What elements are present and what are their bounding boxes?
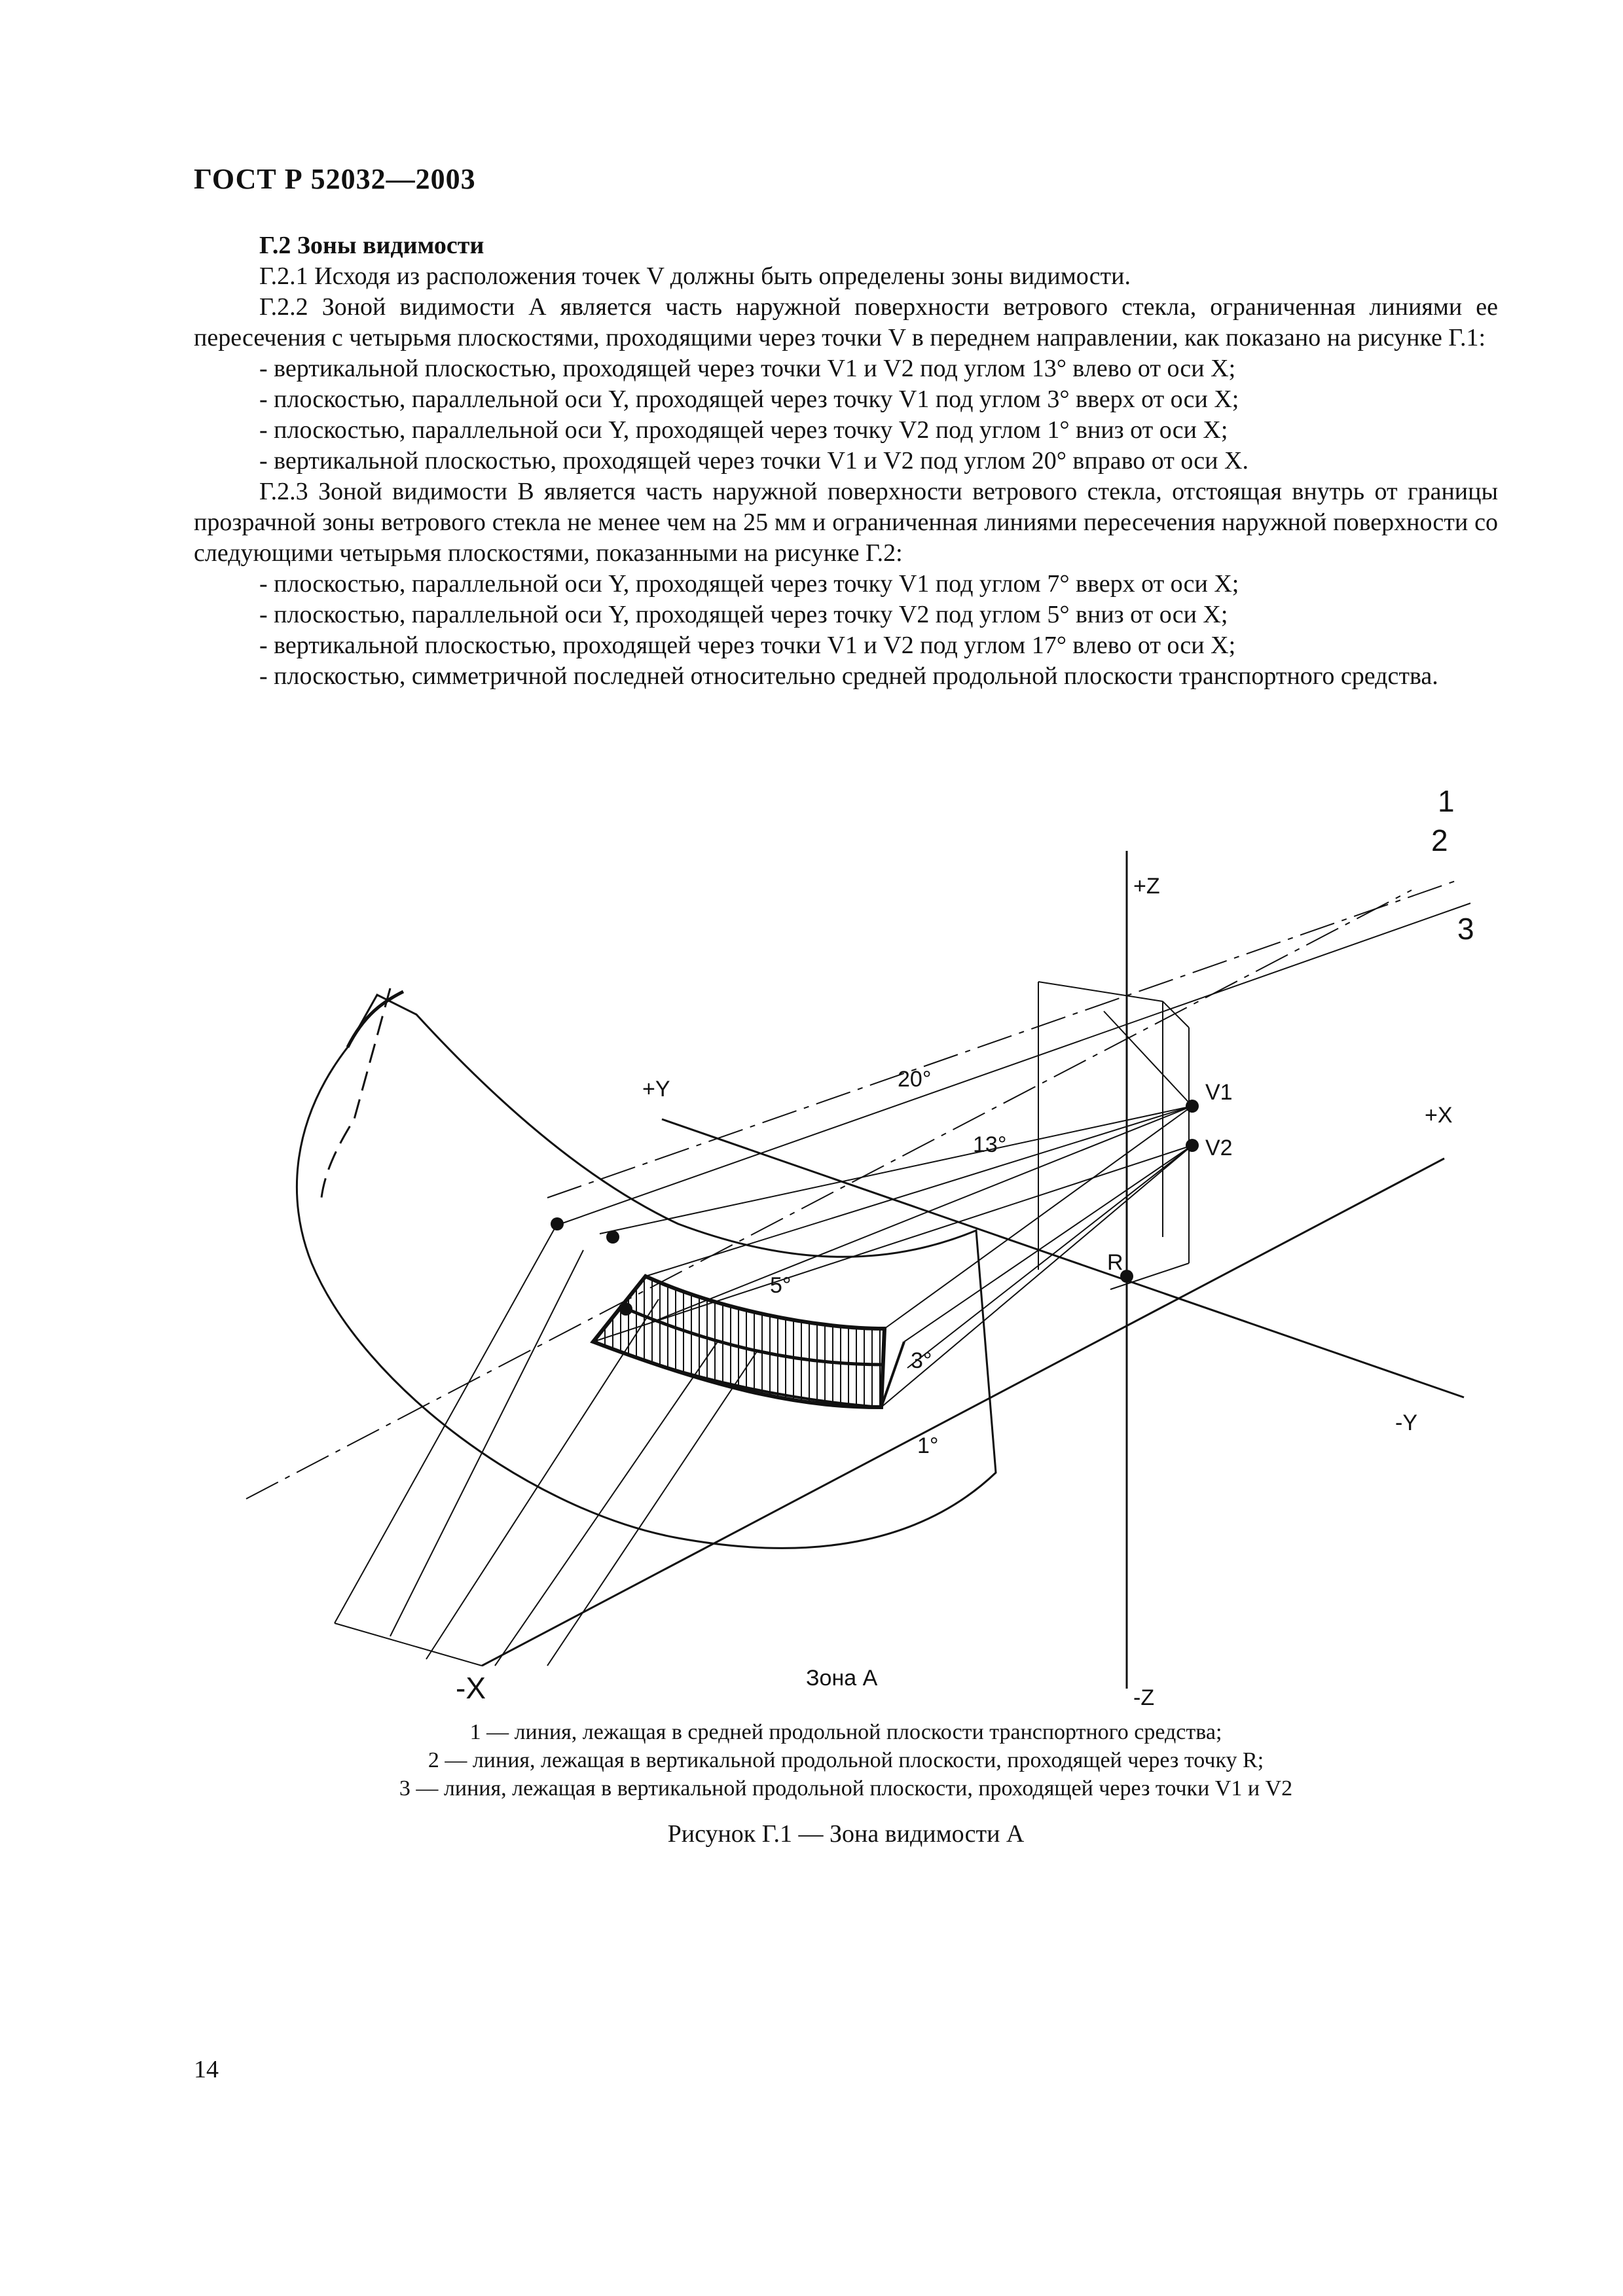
figure-legend: 1 — линия, лежащая в средней продольной … xyxy=(194,1718,1498,1803)
zone-a-mid-line xyxy=(619,1304,885,1367)
line-3 xyxy=(560,903,1471,1225)
paragraph-g23: Г.2.3 Зоной видимости B является часть н… xyxy=(194,478,1498,567)
point-b xyxy=(606,1230,619,1244)
label-plus-z: +Z xyxy=(1133,874,1160,899)
projection-lines xyxy=(334,1223,757,1666)
label-angle-5: 5° xyxy=(770,1273,792,1298)
line-2 xyxy=(547,880,1458,1198)
label-minus-y: -Y xyxy=(1395,1410,1417,1435)
figure-g1-diagram: 1 2 3 +Z -Z +Y -Y +X -X V1 V2 R 20° 13° … xyxy=(194,753,1498,1734)
list-item-b3: - вертикальной плоскостью, проходящей че… xyxy=(259,632,1236,659)
label-r: R xyxy=(1107,1250,1123,1275)
sight-rays xyxy=(593,1011,1193,1408)
label-angle-3: 3° xyxy=(911,1348,932,1373)
label-minus-x: -X xyxy=(456,1671,486,1705)
point-v2 xyxy=(1186,1139,1199,1152)
label-angle-20: 20° xyxy=(898,1067,931,1092)
legend-item-2: 2 — линия, лежащая в вертикальной продол… xyxy=(428,1748,1264,1772)
label-angle-13: 13° xyxy=(973,1132,1006,1157)
windshield-inner-dashes xyxy=(320,988,392,1198)
y-axis xyxy=(661,1118,1465,1399)
x-axis xyxy=(481,1157,1445,1667)
list-item-a2: - плоскостью, параллельной оси Y, проход… xyxy=(259,386,1239,413)
centerline-1 xyxy=(246,889,1412,1499)
paragraph-g22: Г.2.2 Зоной видимости А является часть н… xyxy=(194,293,1498,351)
visibility-zone-drawing: 1 2 3 +Z -Z +Y -Y +X -X V1 V2 R 20° 13° … xyxy=(246,784,1474,1710)
list-item-a4: - вертикальной плоскостью, проходящей че… xyxy=(259,447,1249,475)
label-3: 3 xyxy=(1457,912,1474,946)
point-a xyxy=(551,1217,564,1230)
zone-a-lower-curve xyxy=(593,1340,905,1409)
list-item-a1: - вертикальной плоскостью, проходящей че… xyxy=(259,355,1236,382)
document-header: ГОСТ Р 52032—2003 xyxy=(194,163,476,195)
reference-points xyxy=(551,1100,1199,1316)
label-1: 1 xyxy=(1438,784,1455,818)
section-heading: Г.2 Зоны видимости xyxy=(259,232,484,259)
list-item-b4: - плоскостью, симметричной последней отн… xyxy=(259,662,1438,690)
label-v1: V1 xyxy=(1205,1080,1233,1105)
label-zone-a: Зона А xyxy=(806,1666,878,1691)
label-2: 2 xyxy=(1431,823,1448,857)
label-plus-y: +Y xyxy=(642,1077,670,1102)
legend-item-3: 3 — линия, лежащая в вертикальной продол… xyxy=(399,1776,1293,1801)
legend-item-1: 1 — линия, лежащая в средней продольной … xyxy=(469,1720,1222,1744)
section-g2: Г.2 Зоны видимости Г.2.1 Исходя из распо… xyxy=(194,230,1498,692)
list-item-b1: - плоскостью, параллельной оси Y, проход… xyxy=(259,570,1239,598)
list-item-a3: - плоскостью, параллельной оси Y, проход… xyxy=(259,416,1228,444)
list-item-b2: - плоскостью, параллельной оси Y, проход… xyxy=(259,601,1228,628)
windshield-top-edge xyxy=(346,990,405,1049)
label-plus-x: +X xyxy=(1425,1103,1453,1128)
label-minus-z: -Z xyxy=(1133,1685,1154,1710)
figure-caption: Рисунок Г.1 — Зона видимости А xyxy=(667,1820,1025,1848)
paragraph-g21: Г.2.1 Исходя из расположения точек V дол… xyxy=(259,262,1131,290)
windshield-outline xyxy=(295,994,997,1549)
page-number: 14 xyxy=(194,2056,219,2083)
label-v2: V2 xyxy=(1205,1136,1233,1160)
reference-box xyxy=(1038,981,1190,1290)
point-c xyxy=(619,1302,632,1316)
point-r xyxy=(1120,1270,1133,1283)
label-angle-1: 1° xyxy=(917,1433,939,1458)
point-v1 xyxy=(1186,1100,1199,1113)
